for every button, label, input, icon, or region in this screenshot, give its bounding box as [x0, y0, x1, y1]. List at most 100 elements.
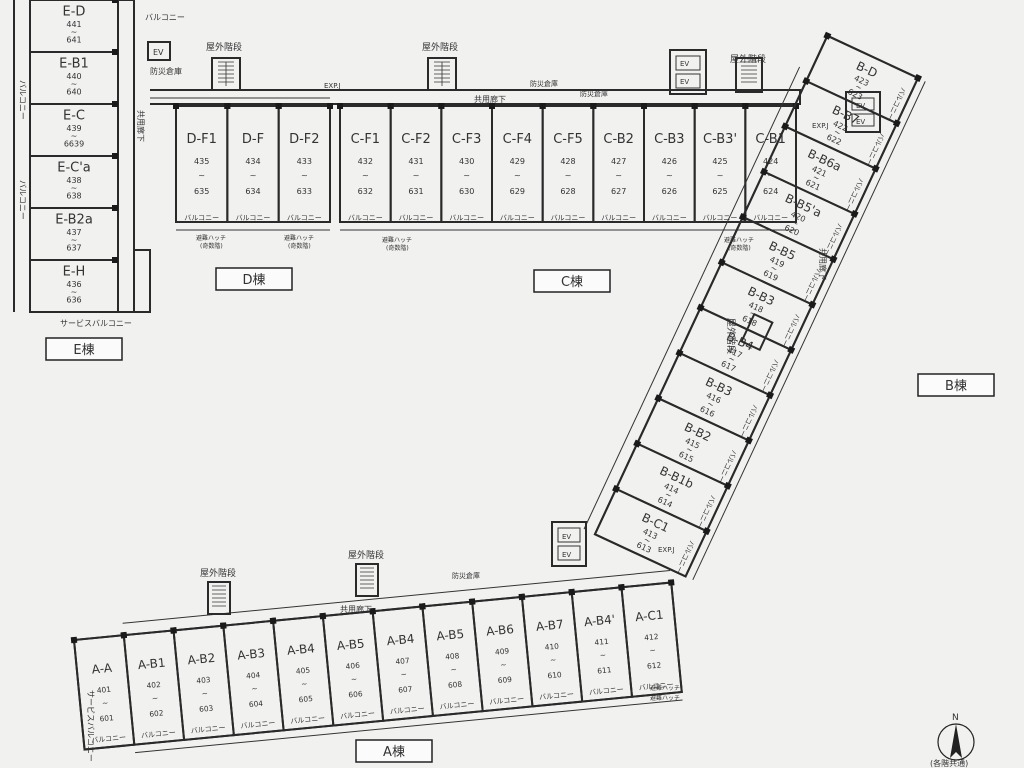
unit-number-6f: 609 — [497, 675, 512, 685]
shared-corridor-label: 共用廊下 — [340, 604, 372, 614]
range-tilde: ~ — [615, 171, 622, 180]
balcony-label: バルコニー — [449, 214, 484, 222]
unit-number-4f: 402 — [146, 680, 161, 690]
building-label-box-b — [917, 373, 995, 397]
unit-number-6f: 636 — [66, 296, 81, 305]
balcony-label: バルコニー — [184, 214, 219, 222]
building-label-box-c — [533, 269, 611, 293]
unit-number-6f: 640 — [66, 88, 81, 97]
unit-type-label: C-B2 — [603, 132, 634, 147]
unit-type-label: A-B4' — [583, 612, 615, 629]
unit-type-label: A-B1 — [137, 656, 166, 673]
unit-type-label: A-B2 — [187, 651, 216, 668]
unit-number-4f: 404 — [246, 670, 261, 680]
balcony-label: バルコニー — [551, 214, 586, 222]
unit-c-b3'[interactable]: C-B3'425~625 — [691, 103, 749, 223]
range-tilde: ~ — [599, 650, 606, 660]
unit-number-6f: 602 — [149, 708, 164, 718]
range-tilde: ~ — [362, 171, 369, 180]
unit-number-6f: 627 — [611, 187, 626, 196]
balcony-label: バルコニー — [91, 733, 126, 744]
balcony-label: バルコニー — [340, 710, 375, 721]
balcony-label: バルコニー — [753, 214, 788, 222]
unit-number-4f: 405 — [295, 666, 310, 676]
balcony-label: バルコニー — [652, 214, 687, 222]
range-tilde: ~ — [71, 287, 78, 296]
range-tilde: ~ — [663, 490, 673, 501]
building-label-a: A棟 — [383, 745, 405, 760]
unit-number-4f: 427 — [611, 157, 626, 166]
unit-number-4f: 431 — [408, 157, 423, 166]
range-tilde: ~ — [550, 655, 557, 665]
unit-c-b2[interactable]: C-B2 427 ~627 — [590, 103, 647, 223]
balcony-label: バルコニー — [758, 358, 780, 393]
unit-number-6f: 620 — [783, 223, 801, 238]
outdoor-stairs-a-mid — [355, 563, 379, 597]
escape-hatch-label: 避難ハッチ — [650, 694, 680, 702]
unit-number-6f: 616 — [698, 404, 716, 419]
unit-number-6f: 611 — [597, 665, 612, 675]
ev-core-a — [551, 521, 587, 567]
balcony-label: バルコニー — [539, 690, 574, 701]
building-dc: D-F1435~635D-F434~634D-F2433~633C-F1432~… — [150, 41, 829, 252]
unit-number-6f: 619 — [762, 268, 780, 283]
range-tilde: ~ — [811, 172, 821, 183]
unit-a-b4'[interactable]: A-B4'411~611 — [568, 584, 635, 703]
escape-hatch-floor: (奇数階) — [288, 242, 311, 250]
balcony-label: バルコニー — [390, 705, 425, 716]
unit-number-4f: 425 — [712, 157, 727, 166]
range-tilde: ~ — [463, 171, 470, 180]
expj-label: EXP.J — [812, 122, 829, 130]
range-tilde: ~ — [198, 171, 205, 180]
outdoor-stairs-label: 屋外階段 — [422, 41, 458, 53]
building-e: E-D441~641E-B1440~640E-C439~6639E-C'a438… — [13, 0, 185, 328]
unit-type-label: C-F3 — [452, 132, 482, 147]
unit-number-6f: 615 — [677, 450, 695, 465]
ev-label: EV — [856, 102, 865, 110]
unit-number-4f: 408 — [445, 651, 460, 661]
range-tilde: ~ — [685, 444, 695, 455]
disaster-storage-label: 防災倉庫 — [452, 571, 480, 580]
unit-type-label: C-F2 — [401, 132, 431, 147]
unit-number-4f: 426 — [662, 157, 677, 166]
service-balcony-label: サービスバルコニー — [86, 690, 95, 762]
unit-number-6f: 633 — [297, 187, 312, 196]
balcony-label: バルコニー — [489, 695, 524, 706]
unit-number-6f: 621 — [804, 178, 822, 193]
disaster-storage-label: 防災倉庫 — [530, 79, 558, 88]
